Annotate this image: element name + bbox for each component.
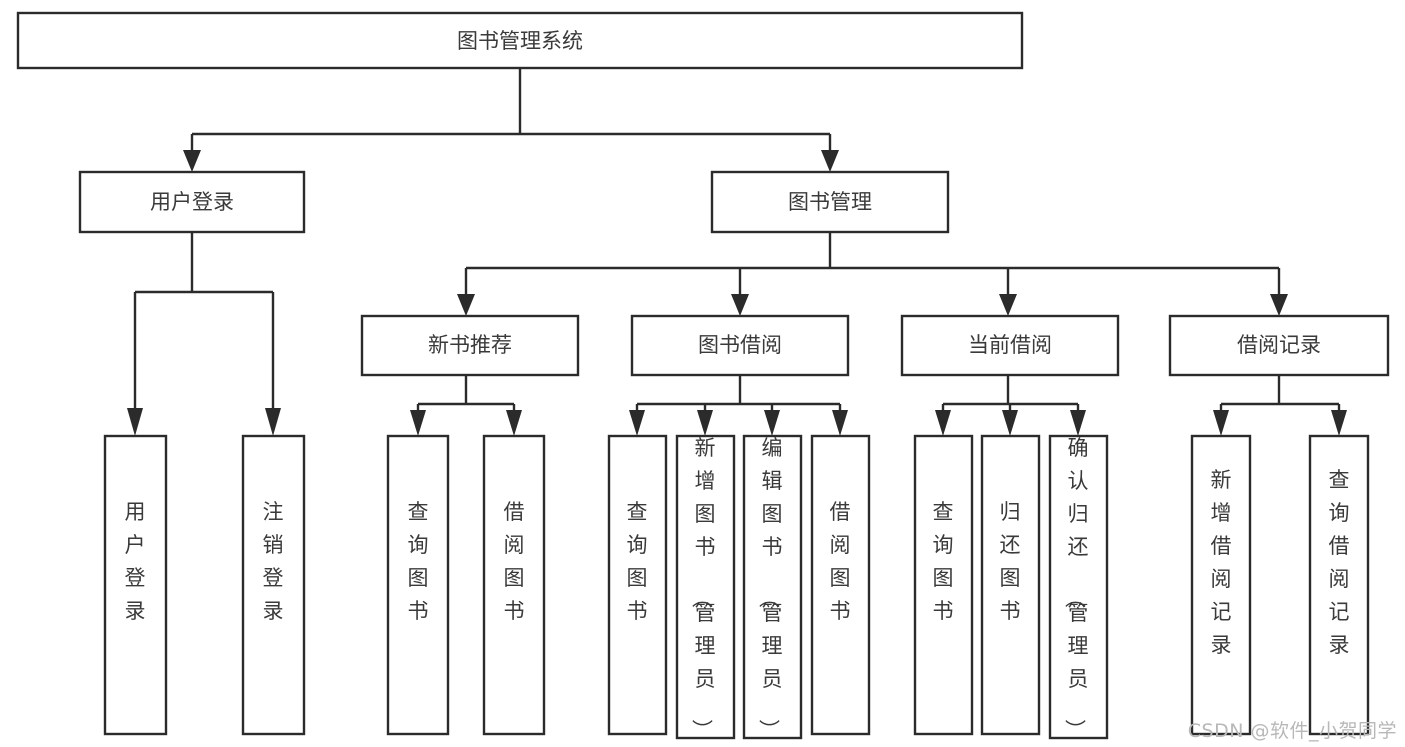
node-leaf-query-record-label: 查询借阅记录	[1329, 468, 1350, 657]
node-root-box[interactable]	[16, 11, 1024, 70]
arrow-to-book-manage	[821, 150, 839, 172]
arrow-to-user-login	[183, 150, 201, 172]
node-user-login-label: 用户登录	[150, 190, 234, 214]
arrow-leaf-query-record	[1331, 410, 1347, 436]
arrow-to-current-borrow	[999, 294, 1017, 316]
node-borrow-record[interactable]: 借阅记录	[1168, 314, 1390, 377]
node-leaf-query-book-3-label: 查询图书	[933, 500, 954, 623]
node-leaf-query-book-1[interactable]: 查询图书	[386, 434, 450, 736]
arrow-leaf-add-book	[697, 410, 713, 436]
arrow-to-new-book-recommend	[457, 294, 475, 316]
arrow-leaf-query-book-2	[629, 410, 645, 436]
arrow-to-book-borrow	[731, 294, 749, 316]
node-new-book-recommend[interactable]: 新书推荐	[360, 314, 580, 377]
node-book-manage[interactable]: 图书管理	[710, 170, 950, 234]
node-leaf-borrow-book-2-box[interactable]	[810, 434, 871, 736]
arrow-leaf-edit-book	[764, 410, 780, 436]
node-leaf-return-book-box[interactable]	[980, 434, 1041, 736]
node-user-login-box[interactable]	[78, 170, 306, 234]
node-root-label: 图书管理系统	[457, 29, 583, 53]
node-leaf-query-book-2-box[interactable]	[607, 434, 668, 736]
node-leaf-query-record-box[interactable]	[1308, 434, 1370, 736]
node-leaf-confirm-return[interactable]: 确认归还（管理员）	[1048, 434, 1109, 740]
node-leaf-user-login[interactable]: 用户登录	[103, 434, 168, 736]
node-book-borrow[interactable]: 图书借阅	[630, 314, 850, 377]
node-leaf-add-record-label: 新增借阅记录	[1211, 468, 1232, 657]
node-leaf-query-book-2-label: 查询图书	[627, 500, 648, 623]
arrow-leaf-confirm-return	[1070, 410, 1086, 436]
node-leaf-borrow-book-2-label: 借阅图书	[830, 500, 851, 623]
node-user-login[interactable]: 用户登录	[78, 170, 306, 234]
node-leaf-edit-book[interactable]: 编辑图书（管理员）	[742, 434, 803, 740]
node-leaf-query-book-3-box[interactable]	[913, 434, 974, 736]
node-leaf-user-login-box[interactable]	[103, 434, 168, 736]
arrow-leaf-return-book	[1002, 410, 1018, 436]
node-leaf-query-book-3[interactable]: 查询图书	[913, 434, 974, 736]
node-book-manage-label: 图书管理	[788, 190, 872, 214]
node-leaf-add-book[interactable]: 新增图书（管理员）	[675, 434, 736, 740]
node-book-manage-box[interactable]	[710, 170, 950, 234]
node-leaf-edit-book-label: 编辑图书（管理员）	[757, 436, 783, 740]
node-leaf-add-book-box[interactable]	[675, 434, 736, 740]
node-leaf-borrow-book-1-box[interactable]	[482, 434, 546, 736]
arrow-leaf-query-book-1	[410, 410, 426, 436]
node-leaf-query-record[interactable]: 查询借阅记录	[1308, 434, 1370, 736]
node-leaf-add-book-label: 新增图书（管理员）	[690, 436, 716, 740]
node-book-borrow-label: 图书借阅	[698, 333, 782, 357]
arrow-to-borrow-record	[1270, 294, 1288, 316]
node-borrow-record-box[interactable]	[1168, 314, 1390, 377]
node-root[interactable]: 图书管理系统	[16, 11, 1024, 70]
node-leaf-return-book[interactable]: 归还图书	[980, 434, 1041, 736]
arrow-leaf-logout	[265, 408, 281, 436]
node-leaf-add-record-box[interactable]	[1190, 434, 1252, 736]
node-leaf-user-login-label: 用户登录	[125, 500, 146, 623]
node-leaf-logout-label: 注销登录	[263, 500, 284, 623]
node-leaf-confirm-return-box[interactable]	[1048, 434, 1109, 740]
node-leaf-confirm-return-label: 确认归还（管理员）	[1063, 436, 1089, 740]
node-leaf-query-book-1-label: 查询图书	[408, 500, 429, 623]
node-leaf-borrow-book-1-label: 借阅图书	[504, 500, 525, 623]
node-leaf-borrow-book-2[interactable]: 借阅图书	[810, 434, 871, 736]
node-leaf-add-record[interactable]: 新增借阅记录	[1190, 434, 1252, 736]
connector-layer	[127, 68, 1347, 436]
node-leaf-logout-box[interactable]	[241, 434, 306, 736]
node-leaf-query-book-2[interactable]: 查询图书	[607, 434, 668, 736]
node-leaf-query-book-1-box[interactable]	[386, 434, 450, 736]
node-new-book-recommend-box[interactable]	[360, 314, 580, 377]
node-new-book-recommend-label: 新书推荐	[428, 333, 512, 357]
arrow-leaf-user-login	[127, 408, 143, 436]
arrow-leaf-add-record	[1213, 410, 1229, 436]
arrow-leaf-borrow-book-2	[832, 410, 848, 436]
node-leaf-logout[interactable]: 注销登录	[241, 434, 306, 736]
node-leaf-borrow-book-1[interactable]: 借阅图书	[482, 434, 546, 736]
node-leaf-edit-book-box[interactable]	[742, 434, 803, 740]
node-current-borrow[interactable]: 当前借阅	[900, 314, 1120, 377]
node-borrow-record-label: 借阅记录	[1237, 333, 1321, 357]
arrow-leaf-borrow-book-1	[506, 410, 522, 436]
node-current-borrow-box[interactable]	[900, 314, 1120, 377]
node-current-borrow-label: 当前借阅	[968, 333, 1052, 357]
arrow-leaf-query-book-3	[935, 410, 951, 436]
node-leaf-return-book-label: 归还图书	[1000, 500, 1021, 623]
node-book-borrow-box[interactable]	[630, 314, 850, 377]
